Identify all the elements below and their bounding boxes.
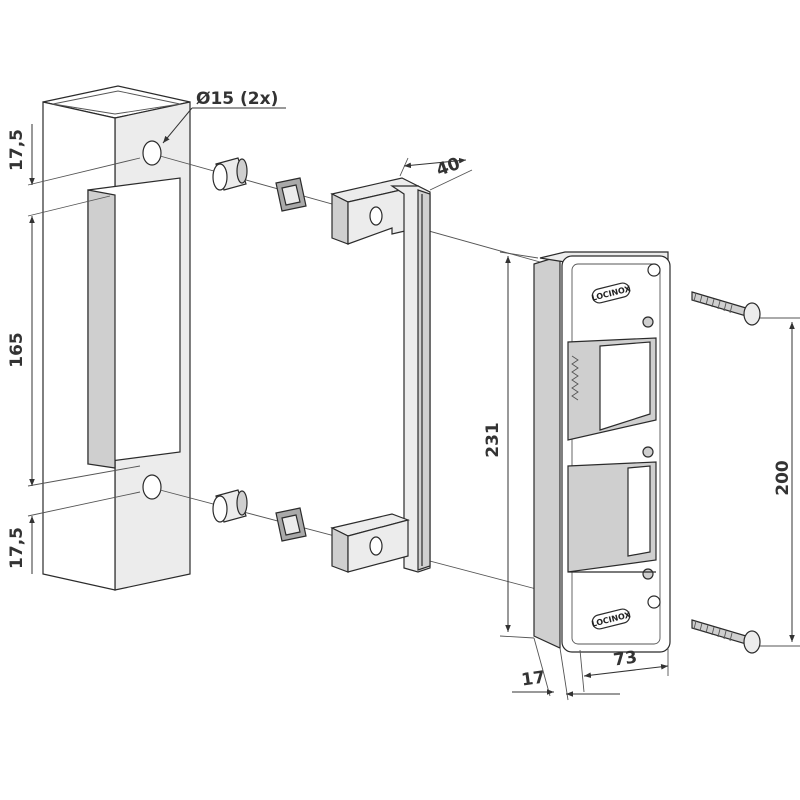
- post-hole-top: [142, 140, 162, 166]
- dim-lock-depth: [512, 637, 620, 701]
- insert-nut-top: [275, 177, 307, 212]
- dim-lock-width: [579, 648, 669, 693]
- logo-top: LOCINOX: [591, 282, 632, 304]
- dim-bottom-offset: 17,5: [7, 527, 27, 569]
- post-hole-bottom: [142, 474, 162, 500]
- hole-spec-label: Ø15 (2x): [196, 89, 278, 109]
- insert-nut-bottom: [275, 507, 307, 542]
- screw-bottom: [691, 619, 761, 654]
- lock-body: LOCINOX LOCINOX: [533, 251, 671, 653]
- dim-screw-spacing: [760, 317, 800, 647]
- screw-top: [691, 291, 761, 326]
- dim-lock-depth-label: 17: [520, 667, 546, 690]
- mounting-bracket: [330, 177, 431, 573]
- dim-bracket-depth: [399, 157, 473, 191]
- square-post: [42, 85, 191, 591]
- dim-lock-height: [499, 251, 539, 639]
- bushing-bottom: [212, 489, 248, 523]
- dim-lock-height-label: 231: [483, 422, 503, 458]
- dim-lock-width-label: 73: [612, 647, 638, 670]
- dim-screw-spacing-label: 200: [773, 460, 793, 496]
- dim-left: [27, 124, 141, 574]
- dim-top-offset: 17,5: [7, 129, 27, 171]
- logo-bottom: LOCINOX: [591, 608, 632, 630]
- dim-slot-height: 165: [7, 332, 27, 368]
- hole-leader: [162, 107, 286, 144]
- bushing-top: [212, 157, 248, 191]
